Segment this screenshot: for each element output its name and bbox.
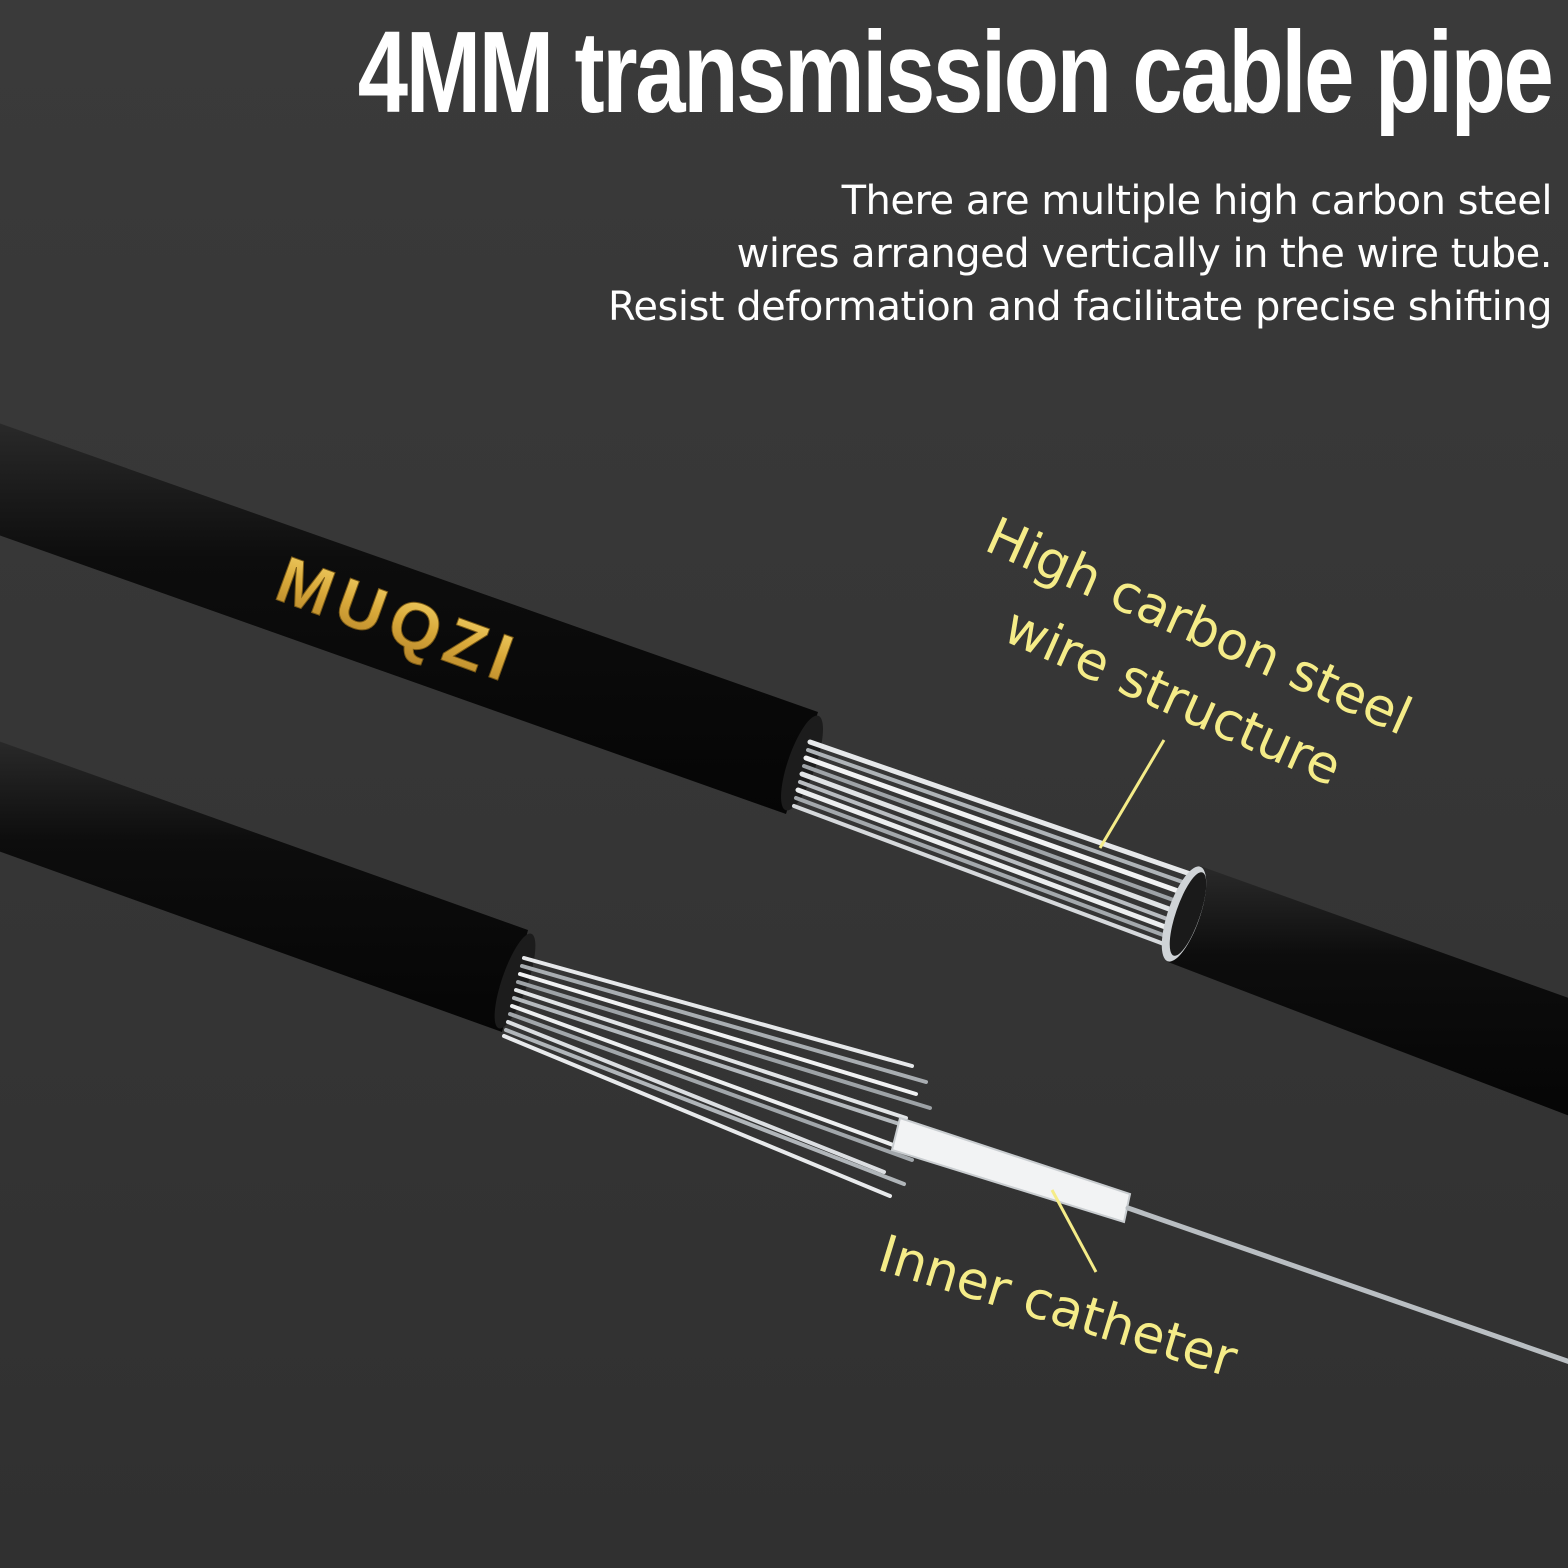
lower-cable-steel-wires — [502, 956, 932, 1198]
headline: 4MM transmission cable pipe — [358, 7, 1554, 137]
upper-cable-housing-right — [1161, 866, 1568, 1116]
inner-catheter-liner — [890, 1116, 1132, 1224]
description-line: wires arranged vertically in the wire tu… — [736, 231, 1553, 277]
callout-line-inner — [1050, 1189, 1098, 1273]
description-text: There are multiple high carbon steel wir… — [607, 175, 1553, 334]
description-line: There are multiple high carbon steel — [841, 178, 1553, 224]
upper-cable-housing — [0, 423, 823, 814]
upper-cable-steel-wires — [792, 739, 1199, 952]
lower-cable-housing — [0, 741, 536, 1032]
inner-core-wire — [1125, 1205, 1568, 1364]
callout-line-steel — [1098, 739, 1166, 849]
description-line: Resist deformation and facilitate precis… — [607, 284, 1553, 330]
